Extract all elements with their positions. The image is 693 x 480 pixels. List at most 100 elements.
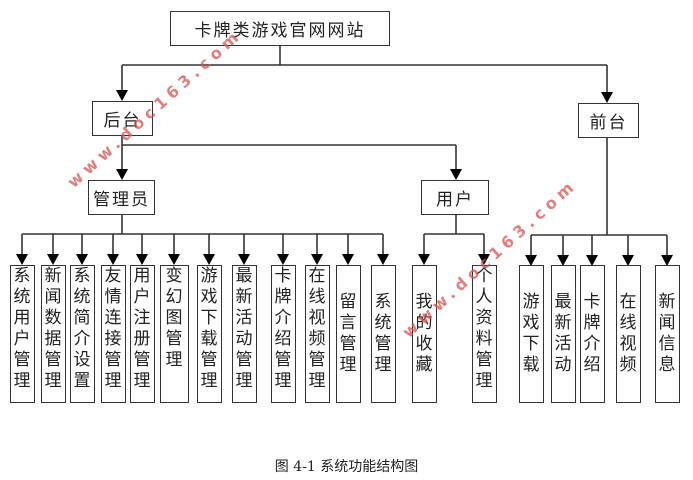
leaf-char: 下 xyxy=(522,334,540,354)
user-node: 用户 xyxy=(421,180,489,215)
arrowhead-icon xyxy=(116,90,128,101)
arrowhead-icon xyxy=(277,254,289,265)
leaf-char: 在 xyxy=(308,266,326,286)
leaf-char: 友 xyxy=(104,266,122,286)
leaf-char: 管 xyxy=(235,350,253,370)
leaf-char: 理 xyxy=(200,371,218,391)
arrowhead-icon xyxy=(450,169,462,180)
arrowhead-icon xyxy=(238,254,250,265)
leaf-char: 下 xyxy=(200,308,218,328)
arrowhead-icon xyxy=(342,254,354,265)
leaf-char: 游 xyxy=(522,292,540,312)
arrowhead-icon xyxy=(586,255,598,266)
arrowhead-icon xyxy=(203,254,215,265)
frontend-leaf-node: 游戏下载 xyxy=(518,265,544,403)
leaf-char: 管 xyxy=(13,350,31,370)
leaf-char: 系 xyxy=(374,292,392,312)
leaf-char: 用 xyxy=(133,266,151,286)
admin-leaf-node: 系统简介设置 xyxy=(69,265,95,403)
leaf-char: 个 xyxy=(475,266,493,286)
leaf-char: 最 xyxy=(235,266,253,286)
leaf-char: 管 xyxy=(165,329,183,349)
leaf-char: 留 xyxy=(339,292,357,312)
admin-leaf-node: 友情连接管理 xyxy=(100,265,126,403)
leaf-char: 理 xyxy=(374,355,392,375)
leaf-char: 新 xyxy=(44,266,62,286)
root-node: 卡牌类游戏官网网站 xyxy=(170,11,390,46)
leaf-char: 卡 xyxy=(274,266,292,286)
leaf-char: 统 xyxy=(73,287,91,307)
arrowhead-icon xyxy=(311,254,323,265)
leaf-char: 管 xyxy=(274,350,292,370)
leaf-char: 置 xyxy=(73,371,91,391)
leaf-char: 活 xyxy=(235,308,253,328)
leaf-char: 线 xyxy=(308,287,326,307)
leaf-char: 介 xyxy=(583,334,601,354)
leaf-char: 理 xyxy=(13,371,31,391)
arrowhead-icon xyxy=(622,255,634,266)
leaf-char: 息 xyxy=(658,355,676,375)
admin-leaf-node: 用户注册管理 xyxy=(129,265,155,403)
leaf-char: 新 xyxy=(235,287,253,307)
leaf-char: 系 xyxy=(73,266,91,286)
leaf-char: 新 xyxy=(554,313,572,333)
arrowhead-icon xyxy=(168,254,180,265)
user-leaf-node: 个人资料管理 xyxy=(471,265,497,403)
leaf-char: 册 xyxy=(133,329,151,349)
leaf-char: 管 xyxy=(308,350,326,370)
leaf-char: 的 xyxy=(415,313,433,333)
frontend-leaf-node: 新闻信息 xyxy=(654,265,680,403)
leaf-char: 藏 xyxy=(415,355,433,375)
leaf-char: 频 xyxy=(619,355,637,375)
leaf-char: 视 xyxy=(619,334,637,354)
frontend-leaf-node: 在线视频 xyxy=(615,265,641,403)
leaf-char: 动 xyxy=(554,355,572,375)
leaf-char: 管 xyxy=(44,350,62,370)
leaf-char: 变 xyxy=(165,266,183,286)
leaf-char: 介 xyxy=(73,329,91,349)
leaf-char: 理 xyxy=(104,371,122,391)
backend-node: 后台 xyxy=(92,101,153,136)
arrowhead-icon xyxy=(107,254,119,265)
leaf-char: 游 xyxy=(200,266,218,286)
leaf-char: 管 xyxy=(104,350,122,370)
frontend-leaf-node: 卡牌介绍 xyxy=(579,265,605,403)
leaf-char: 牌 xyxy=(583,313,601,333)
admin-node: 管理员 xyxy=(88,180,155,215)
leaf-char: 视 xyxy=(308,308,326,328)
admin-leaf-node: 系统管理 xyxy=(370,265,396,403)
leaf-char: 管 xyxy=(339,334,357,354)
leaf-char: 新 xyxy=(658,292,676,312)
leaf-char: 牌 xyxy=(274,287,292,307)
leaf-char: 数 xyxy=(44,308,62,328)
arrowhead-icon xyxy=(47,254,59,265)
leaf-char: 据 xyxy=(44,329,62,349)
leaf-char: 统 xyxy=(13,287,31,307)
arrowhead-icon xyxy=(525,255,537,266)
leaf-char: 理 xyxy=(308,371,326,391)
admin-leaf-node: 在线视频管理 xyxy=(304,265,330,403)
leaf-char: 在 xyxy=(619,292,637,312)
leaf-char: 理 xyxy=(274,371,292,391)
admin-leaf-node: 变幻图管理 xyxy=(159,265,189,403)
leaf-char: 理 xyxy=(165,350,183,370)
leaf-char: 系 xyxy=(13,266,31,286)
leaf-char: 载 xyxy=(522,355,540,375)
leaf-char: 活 xyxy=(554,334,572,354)
arrowhead-icon xyxy=(557,255,569,266)
leaf-char: 统 xyxy=(374,313,392,333)
leaf-char: 管 xyxy=(374,334,392,354)
leaf-char: 线 xyxy=(619,313,637,333)
admin-leaf-node: 系统用户管理 xyxy=(9,265,35,403)
leaf-char: 绍 xyxy=(274,329,292,349)
leaf-char: 我 xyxy=(415,292,433,312)
leaf-char: 料 xyxy=(475,329,493,349)
arrowhead-icon xyxy=(661,255,673,266)
arrowhead-icon xyxy=(136,254,148,265)
leaf-char: 闻 xyxy=(658,313,676,333)
leaf-char: 连 xyxy=(104,308,122,328)
arrowhead-icon xyxy=(116,169,128,180)
leaf-char: 情 xyxy=(104,287,122,307)
leaf-char: 频 xyxy=(308,329,326,349)
